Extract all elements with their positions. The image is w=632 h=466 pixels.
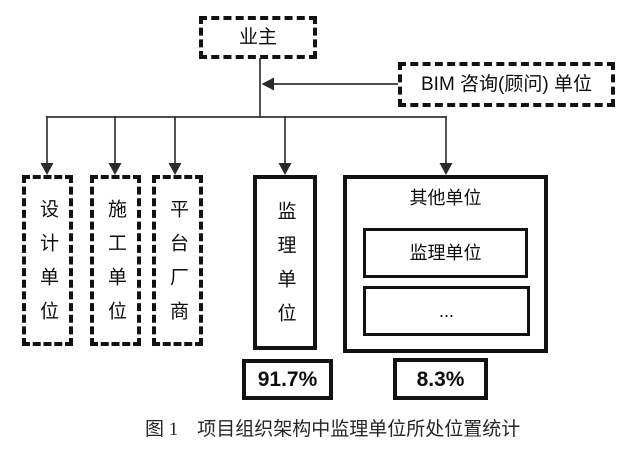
- figure-caption: 图 1 项目组织架构中监理单位所处位置统计: [145, 419, 521, 440]
- connector-branch-others: [439, 116, 453, 175]
- node-bim-consultant-label: BIM 咨询(顾问) 单位: [421, 74, 592, 95]
- node-bim-consultant: BIM 咨询(顾问) 单位: [398, 62, 615, 107]
- node-platform-vendor-label: 平台厂商: [167, 199, 188, 335]
- connector-branch-supervision: [278, 116, 292, 175]
- node-other-units-ellipsis-label: ...: [438, 301, 454, 321]
- stat-others-percentage-value: 8.3%: [416, 367, 465, 391]
- node-supervision-unit: 监理单位: [253, 175, 317, 350]
- node-supervision-unit-label: 监理单位: [274, 201, 296, 337]
- connector-bim-to-owner-arrow: [261, 77, 398, 91]
- node-other-units-supervision-label: 监理单位: [409, 243, 482, 263]
- stat-supervision-percentage: 91.7%: [242, 359, 333, 400]
- node-other-units: 其他单位 监理单位 ...: [343, 175, 548, 353]
- node-other-units-title: 其他单位: [409, 188, 482, 208]
- connector-branch-construction: [108, 116, 122, 175]
- node-design-unit-label: 设计单位: [37, 199, 58, 335]
- stat-others-percentage: 8.3%: [393, 358, 488, 400]
- node-platform-vendor: 平台厂商: [152, 175, 203, 346]
- connector-branch-platform: [168, 116, 182, 175]
- node-construction-unit: 施工单位: [90, 175, 141, 346]
- node-design-unit: 设计单位: [22, 175, 73, 346]
- stat-supervision-percentage-value: 91.7%: [257, 368, 318, 391]
- connector-branch-design: [40, 116, 54, 175]
- node-construction-unit-label: 施工单位: [105, 199, 126, 335]
- node-other-units-supervision: 监理单位: [363, 228, 528, 278]
- node-other-units-ellipsis: ...: [363, 286, 530, 336]
- node-owner-label: 业主: [238, 27, 277, 48]
- node-owner: 业主: [199, 16, 317, 59]
